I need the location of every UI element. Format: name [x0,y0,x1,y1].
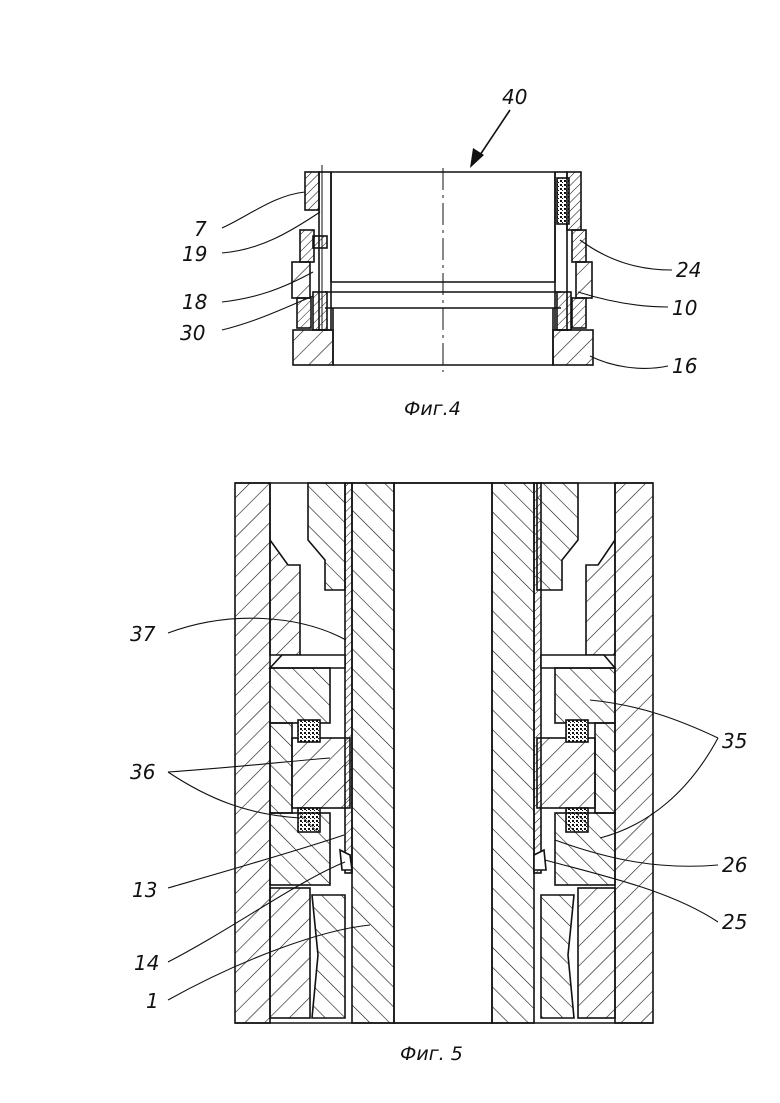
callout-16: 16 [672,354,697,378]
callout-36: 36 [130,760,155,784]
mandrel-right [492,483,534,1023]
callout-1: 1 [146,989,159,1013]
callout-25: 25 [722,910,747,934]
arrow-label-40: 40 [502,85,527,109]
figure-4: 40 [180,85,701,420]
view-arrow-40: 40 [470,85,527,168]
figure-4-caption: Фиг.4 [404,398,461,420]
callout-13: 13 [132,878,157,902]
mandrel-bore [394,483,492,1023]
callout-10: 10 [672,296,697,320]
right-seal-pack [534,655,615,1018]
callout-19: 19 [182,242,207,266]
figure-5-caption: Фиг. 5 [400,1043,463,1065]
callout-7: 7 [194,217,207,241]
fig4-right-callouts: 24 10 16 [578,240,701,378]
callout-18: 18 [182,290,207,314]
figure-5: 37 36 13 14 1 35 26 25 Фиг. 5 [130,483,747,1065]
callout-14: 14 [134,951,159,975]
fig4-right-wall [553,172,593,365]
fig4-bore [325,168,561,372]
callout-30: 30 [180,321,205,345]
callout-26: 26 [722,853,747,877]
fig4-left-wall [292,165,333,365]
housing-left [235,483,270,1023]
callout-35: 35 [722,729,747,753]
callout-24: 24 [676,258,701,282]
callout-37: 37 [130,622,156,646]
housing-right [615,483,653,1023]
mandrel-left [352,483,394,1023]
